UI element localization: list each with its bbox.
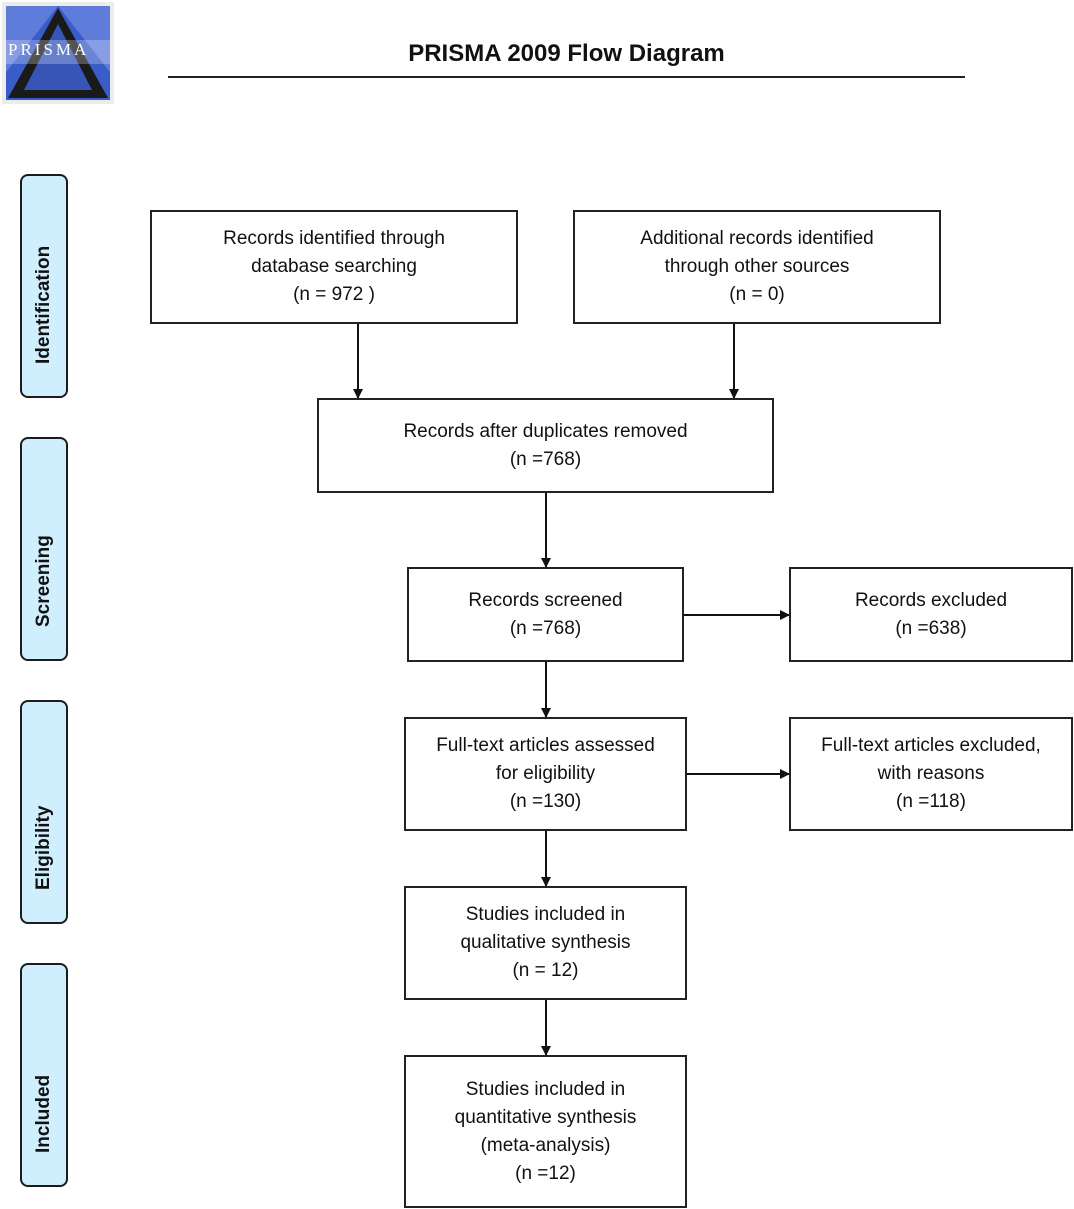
box-line: Additional records identified — [640, 228, 874, 249]
stage-eligibility: Eligibility — [20, 700, 68, 924]
prisma-logo-graphic — [6, 6, 110, 100]
box-line: Records after duplicates removed — [403, 420, 688, 442]
box-line: Records excluded — [854, 589, 1008, 611]
box-records-excluded: Records excluded (n =638) — [789, 567, 1073, 662]
prisma-logo: PRISMA — [2, 2, 114, 104]
box-other-sources: Additional records identified through ot… — [573, 210, 941, 324]
box-line: Full-text articles assessed — [436, 735, 655, 756]
stage-identification: Identification — [20, 174, 68, 398]
stage-screening: Screening — [20, 437, 68, 661]
box-line: Studies included in — [465, 1078, 626, 1100]
box-count: (n =768) — [509, 617, 582, 639]
box-line: Full-text articles excluded, — [821, 735, 1041, 756]
title-underline — [168, 76, 965, 78]
box-database-search: Records identified through database sear… — [150, 210, 518, 324]
box-line: Records screened — [468, 589, 623, 611]
box-count: (n =638) — [895, 617, 967, 639]
box-count: (n =768) — [509, 448, 582, 470]
box-line: qualitative synthesis — [460, 932, 631, 953]
box-count: (n =130) — [509, 791, 582, 812]
box-qualitative-synthesis: Studies included in qualitative synthesi… — [404, 886, 687, 1000]
box-count: (n =118) — [896, 791, 966, 812]
box-line: for eligibility — [495, 763, 596, 784]
box-line: through other sources — [664, 256, 850, 277]
stage-included: Included — [20, 963, 68, 1187]
box-line: Records identified through — [223, 228, 445, 249]
box-duplicates-removed: Records after duplicates removed (n =768… — [317, 398, 774, 493]
logo-text: PRISMA — [8, 40, 90, 59]
box-line: database searching — [251, 256, 417, 277]
box-count: (n = 0) — [729, 284, 785, 305]
box-line: Studies included in — [465, 904, 626, 925]
box-count: (n = 972 ) — [293, 284, 375, 305]
box-fulltext-assessed: Full-text articles assessed for eligibil… — [404, 717, 687, 831]
box-line: with reasons — [877, 763, 985, 784]
box-line: (meta-analysis) — [480, 1134, 611, 1156]
box-line: quantitative synthesis — [454, 1106, 637, 1128]
box-count: (n =12) — [515, 1162, 576, 1184]
box-quantitative-synthesis: Studies included in quantitative synthes… — [404, 1055, 687, 1208]
box-count: (n = 12) — [512, 960, 579, 981]
box-records-screened: Records screened (n =768) — [407, 567, 684, 662]
page-title: PRISMA 2009 Flow Diagram — [408, 40, 725, 67]
box-fulltext-excluded: Full-text articles excluded, with reason… — [789, 717, 1073, 831]
